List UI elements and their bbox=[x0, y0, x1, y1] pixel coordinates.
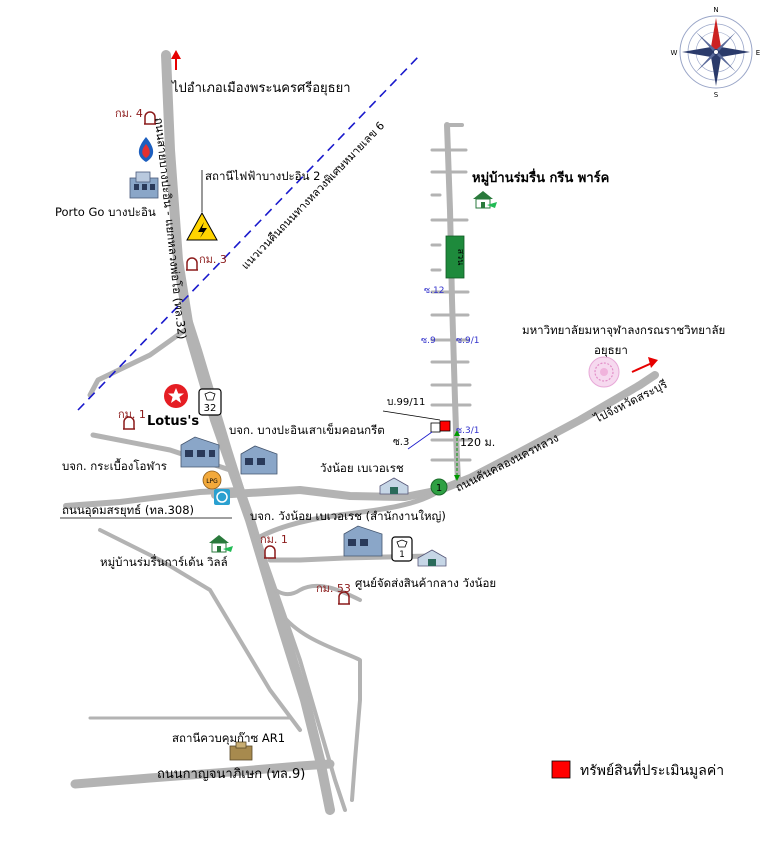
highway-6-line bbox=[77, 54, 421, 411]
university-label-2: อยุธยา bbox=[594, 343, 628, 357]
compass-e-label: E bbox=[756, 49, 760, 57]
distance-label: 120 ม. bbox=[460, 436, 495, 449]
lpg-label: LPG bbox=[206, 478, 218, 485]
lotus-logo: Lotus's bbox=[147, 414, 199, 429]
road-southwest bbox=[98, 528, 302, 732]
soi12-label: ซ.12 bbox=[424, 286, 444, 296]
km-marker-icon bbox=[264, 545, 276, 559]
factory-building-icon bbox=[240, 445, 278, 475]
blue-gas-station-icon bbox=[214, 489, 230, 505]
distance-arrow-down bbox=[454, 475, 460, 481]
kanchanaphisek-road-label: ถนนกาญจนาภิเษก (ทล.9) bbox=[157, 767, 305, 782]
soi3-pointer-line bbox=[407, 431, 433, 450]
distribution-center-label: ศูนย์จัดส่งสินค้ากลาง วังน้อย bbox=[355, 576, 496, 590]
road-lower-east bbox=[267, 553, 433, 563]
route-32-shield-icon bbox=[198, 388, 222, 416]
km-marker-icon bbox=[338, 591, 350, 605]
asset-location-marker bbox=[439, 420, 451, 432]
university-emblem-icon bbox=[588, 356, 620, 388]
house-number-label: บ.99/11 bbox=[387, 397, 425, 408]
legend: ทรัพย์สินที่ประเมินมูลค่า bbox=[551, 760, 724, 779]
village-green-park-label: หมู่บ้านร่มรื่น กรีน พาร์ค bbox=[472, 168, 609, 186]
route-1-badge-label: 1 bbox=[436, 483, 442, 494]
wang-noi-brewery-label: วังน้อย เบเวอเรช bbox=[320, 461, 404, 475]
factory-building-icon bbox=[180, 436, 220, 468]
road-lower-loop bbox=[278, 610, 362, 802]
wang-noi-beverage-hq-label: บจก. วังน้อย เบเวอเรช (สำนักงานใหญ่) bbox=[250, 509, 446, 523]
north-arrow-to-ayutthaya bbox=[171, 50, 181, 70]
road-interchange-loop bbox=[252, 487, 443, 543]
route-1-shield-label: 1 bbox=[399, 550, 405, 560]
to-ayutthaya-label: ไปอำเภอเมืองพระนครศรีอยุธยา bbox=[171, 80, 351, 96]
km1-left-label: กม. 1 bbox=[118, 408, 146, 421]
factory-building-icon bbox=[343, 525, 383, 557]
village-garden-ville-label: หมู่บ้านร่มรื่นการ์เด้น วิลล์ bbox=[100, 554, 228, 569]
porto-go-building-icon bbox=[129, 171, 159, 199]
power-station-label: สถานีไฟฟ้าบางปะอิน 2 bbox=[205, 169, 320, 183]
lpg-station-icon bbox=[202, 470, 222, 490]
route-1-badge-icon bbox=[430, 478, 448, 496]
road-kanchanaphisek bbox=[70, 759, 335, 789]
udomsorayut-road-label: ถนนอุดมสรยุทธ์ (ทล.308) bbox=[62, 503, 194, 517]
km4-label: กม. 4 bbox=[115, 107, 143, 120]
warehouse-icon bbox=[379, 477, 409, 495]
km-marker-icon bbox=[186, 257, 198, 271]
warehouse-icon bbox=[417, 549, 447, 567]
porto-go-label: Porto Go บางปะอิน bbox=[55, 205, 156, 219]
km3-label: กม. 3 bbox=[199, 253, 227, 266]
asset-house-marker bbox=[430, 422, 441, 433]
soi9-1-label: ซ.9/1 bbox=[456, 336, 479, 346]
east-arrow-to-saraburi bbox=[631, 357, 658, 373]
compass-s-label: S bbox=[714, 91, 719, 99]
route-1-shield-icon bbox=[391, 536, 413, 562]
ptt-gas-station-icon bbox=[138, 137, 154, 162]
tile-company-label: บจก. กระเบื้องโอฬาร bbox=[62, 458, 167, 473]
park-label: สวน bbox=[455, 249, 465, 266]
highway-6-label: แนวเวนคืนถนนทางหลวงพิเศษหมายเลข 6 bbox=[239, 119, 387, 272]
road-left-ramp bbox=[87, 327, 188, 398]
gas-control-station-icon bbox=[229, 741, 253, 761]
ar1-station-label: สถานีควบคุมก๊าซ AR1 bbox=[172, 731, 285, 745]
distance-arrow-up bbox=[454, 430, 460, 436]
route-32-badge-label: 32 bbox=[204, 403, 217, 414]
km-marker-icon bbox=[144, 111, 156, 125]
legend-asset-label: ทรัพย์สินที่ประเมินมูลค่า bbox=[580, 761, 724, 779]
km53-label: กม. 53 bbox=[316, 582, 351, 595]
soi9-label: ซ.9 bbox=[421, 336, 436, 346]
compass-rose-icon bbox=[679, 15, 753, 89]
compass-n-label: N bbox=[713, 6, 718, 14]
village-house-icon bbox=[209, 535, 233, 553]
soi-cross-streets bbox=[430, 148, 472, 462]
compass-w-label: W bbox=[671, 49, 678, 57]
km1-mid-label: กม. 1 bbox=[260, 533, 288, 546]
road-to-khlong bbox=[211, 371, 659, 501]
university-label: มหาวิทยาลัยมหาจุฬาลงกรณราชวิทยาลัย bbox=[522, 323, 725, 337]
km-marker-icon bbox=[123, 416, 135, 430]
legend-asset-swatch bbox=[551, 760, 571, 779]
caltex-gas-station-icon bbox=[164, 384, 188, 408]
soi3-label: ซ.3 bbox=[393, 437, 409, 448]
bang-pa-in-concrete-label: บจก. บางปะอินเสาเข็มคอนกรีต bbox=[229, 422, 385, 437]
road-route-32-parallel bbox=[182, 298, 347, 812]
soi3-1-label: ซ.3/1 bbox=[456, 426, 479, 436]
village-house-icon bbox=[473, 191, 497, 209]
park-block bbox=[445, 235, 465, 279]
asset-pointer-line bbox=[382, 410, 441, 421]
power-station-icon bbox=[186, 170, 218, 241]
